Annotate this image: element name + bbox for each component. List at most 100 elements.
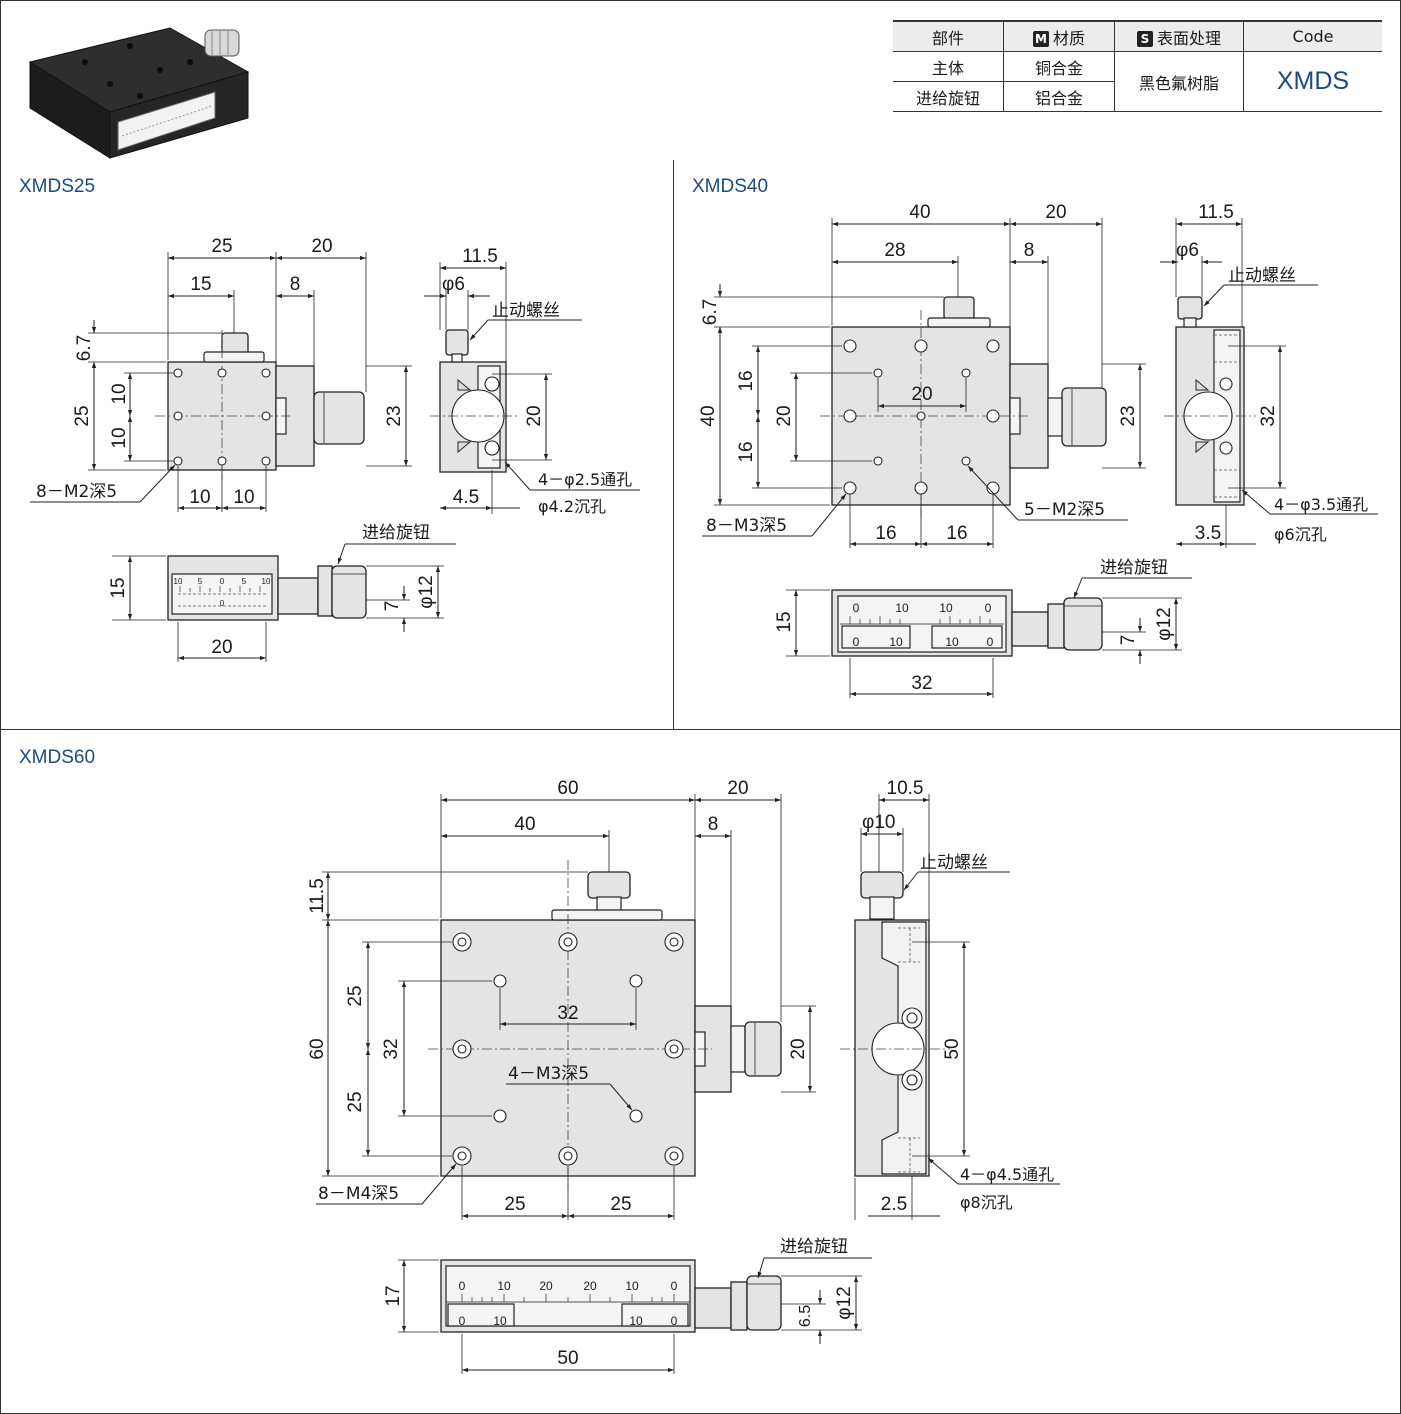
dim-text: 32 [557,1003,578,1024]
xmds25-top-dims: 25 20 15 8 6.7 25 10 10 23 10 10 8－M [30,236,412,512]
dim-text: 23 [1118,405,1139,426]
xmds60-front-view: 0 10 20 20 10 0 0 10 10 0 17 进给旋钮 6.5 φ1… [383,1237,872,1374]
dim-text: 50 [557,1348,578,1369]
dim-text: 20 [788,1038,809,1059]
scale-label: 5 [198,577,203,586]
dim-text: 20 [774,405,795,426]
scale-label: 10 [625,1279,639,1293]
row-material: 铜合金 [1003,51,1115,82]
dim-text: 25 [345,1091,366,1112]
dim-text: 25 [610,1194,631,1215]
dim-text: 15 [190,274,211,295]
dim-text: 20 [524,405,545,426]
dim-text: 23 [384,405,405,426]
dim-text: φ12 [416,575,437,608]
scale-ticks [461,1294,675,1302]
dim-text: 20 [311,236,332,257]
section-divider-horizontal [0,729,1401,730]
row-material: 铝合金 [1003,81,1115,112]
xmds60-side-view: 10.5 φ10 止动螺丝 50 2.5 4－φ4.5通孔 φ8沉孔 [840,778,1060,1220]
scale-label: 0 [671,1314,678,1328]
callout-text: 5－M2深5 [1024,500,1105,520]
xmds60-holes [452,932,684,1166]
dim-text: 32 [911,673,932,694]
scale-ticks [849,616,991,624]
dim-text: φ10 [862,812,895,833]
header-surface-label: 表面处理 [1156,28,1221,48]
callout-text: 进给旋钮 [362,523,430,543]
product-photo [28,27,250,159]
scale-label: 0 [987,635,994,649]
scale-label: 5 [242,577,247,586]
header-code: Code [1243,20,1382,52]
callout-text: 8－M3深5 [706,516,787,536]
dim-text: φ6 [442,274,465,295]
xmds40-holes [843,339,1000,495]
scale-label: 10 [497,1279,511,1293]
xmds40-front-view: 0 10 10 0 0 10 10 0 15 进给旋钮 7 φ12 32 [774,558,1192,698]
dim-text: φ6 [1176,240,1199,261]
dim-text: 10 [189,487,210,508]
dim-text: 17 [383,1285,404,1306]
dim-text: 20 [1045,202,1066,223]
scale-label: 10 [629,1314,643,1328]
callout-text: φ8沉孔 [960,1193,1013,1212]
dim-text: 16 [736,370,757,391]
dim-text: 28 [884,240,905,261]
scale-label: 10 [889,635,903,649]
dim-text: 20 [211,637,232,658]
dim-text: 40 [909,202,930,223]
scale-label: 0 [985,601,992,615]
xmds25-holes [173,368,271,466]
dim-text: 20 [911,384,932,405]
dim-text: 16 [946,523,967,544]
dim-text: 25 [72,405,93,426]
dim-text: 10 [233,487,254,508]
dim-text: 8 [290,274,301,295]
dim-text: 32 [381,1038,402,1059]
dim-text: 6.7 [74,335,95,361]
callout-text: 止动螺丝 [492,301,560,321]
callout-text: 4－φ3.5通孔 [1274,495,1368,514]
dim-text: φ12 [834,1286,855,1319]
callout-text: 4－φ2.5通孔 [538,470,632,489]
scale-label: 0 [220,577,225,586]
dim-text: 8 [1024,240,1035,261]
dim-text: 4.5 [453,487,479,508]
section-divider-vertical [673,160,674,730]
dim-text: 10 [109,383,130,404]
code-value: XMDS [1243,51,1382,112]
dim-text: 3.5 [1195,523,1221,544]
row-part: 进给旋钮 [893,81,1004,112]
dim-text: 32 [1258,405,1279,426]
scale-label: 10 [945,635,959,649]
xmds40-side-view: 11.5 φ6 止动螺丝 32 3.5 4－φ3.5通孔 φ6沉孔 [1160,202,1378,548]
xmds40-top-view [820,296,1107,520]
scale-label: 0 [459,1314,466,1328]
callout-text: 8－M4深5 [318,1184,399,1204]
callout-text: φ4.2沉孔 [538,497,606,516]
xmds60-top-view [428,860,782,1190]
dim-text: 11.5 [307,878,328,914]
callout-text: φ6沉孔 [1274,525,1327,544]
dim-text: 15 [774,611,795,632]
callout-text: 进给旋钮 [780,1237,848,1257]
dim-text: 10.5 [887,778,924,799]
model-title: XMDS60 [19,747,96,768]
dim-text: 16 [736,441,757,462]
model-title: XMDS25 [19,176,96,197]
header-material-label: 材质 [1052,28,1085,48]
model-title: XMDS40 [692,176,769,197]
callout-text: 止动螺丝 [1228,266,1296,286]
dim-text: 16 [875,523,896,544]
xmds60-top-dims: 60 20 40 8 11.5 60 25 25 32 32 20 [307,778,816,1220]
dim-text: 6.7 [700,299,721,325]
scale-label: 20 [583,1279,597,1293]
surface-badge: S [1136,30,1153,47]
scale-label: 10 [895,601,909,615]
xmds40-top-dims: 40 20 28 8 6.7 40 16 16 20 20 23 [698,202,1146,548]
scale-label: 10 [493,1314,507,1328]
surface-value: 黑色氟树脂 [1114,51,1244,112]
scale-label: 0 [671,1279,678,1293]
dim-text: 40 [698,405,719,426]
